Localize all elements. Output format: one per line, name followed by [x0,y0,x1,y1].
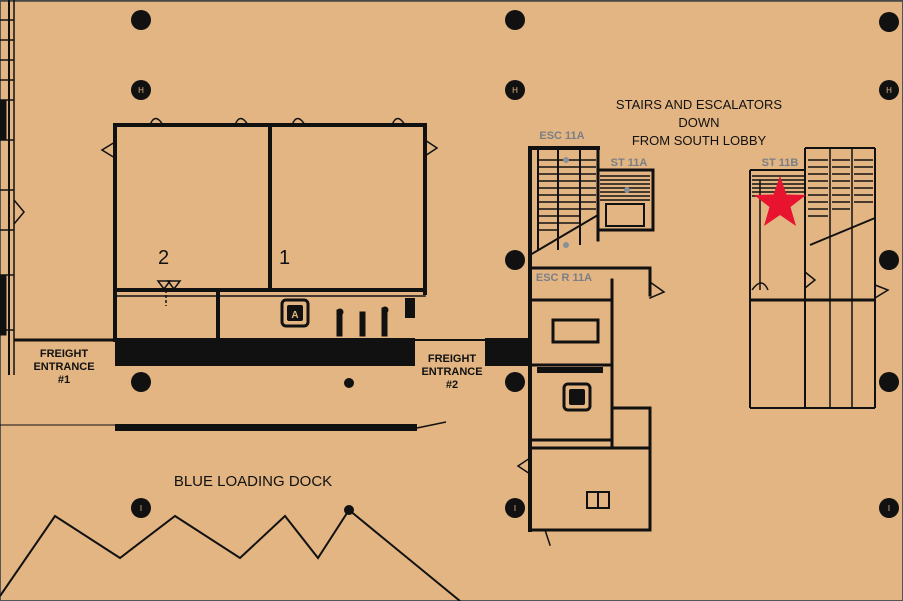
dock-bumper-tail [416,421,447,429]
svg-text:STAIRS AND ESCALATORS: STAIRS AND ESCALATORS [616,97,782,112]
svg-text:#1: #1 [58,374,70,386]
room-number-1: 1 [279,247,290,269]
st-11b-label: ST 11B [762,157,799,169]
escr-11a-label: ESC R 11A [536,272,592,284]
svg-text:H: H [886,86,892,95]
svg-text:#2: #2 [446,379,458,391]
column-markers-labeled: H H H I I I [131,80,899,518]
left-edge-wall [0,0,25,375]
freight-entrance-1-label: FREIGHT ENTRANCE #1 [33,348,94,386]
stairs-escalators-heading: STAIRS AND ESCALATORS DOWN FROM SOUTH LO… [616,97,782,148]
dock-zigzag [0,508,461,601]
svg-text:ENTRANCE: ENTRANCE [33,361,94,373]
dock-bumper [115,424,417,431]
central-core [516,146,666,546]
svg-text:DOWN: DOWN [678,115,719,130]
svg-text:FREIGHT: FREIGHT [40,348,89,360]
svg-text:FROM SOUTH LOBBY: FROM SOUTH LOBBY [632,133,767,148]
dock-zigzag-post [344,505,354,515]
st-11a-label: ST 11A [611,157,648,169]
room-number-2: 2 [158,247,169,269]
svg-text:FREIGHT: FREIGHT [428,353,477,365]
door-icon [156,280,182,306]
svg-text:I: I [140,504,142,513]
stair-11a [600,175,650,227]
freight-wall-small [405,298,415,318]
stair-11b-block [749,147,890,409]
svg-text:A: A [291,310,298,321]
svg-text:I: I [888,504,890,513]
lower-room-fixtures [336,306,389,337]
column-markers [131,10,899,392]
svg-text:H: H [138,86,144,95]
esc-11a-label: ESC 11A [539,130,584,142]
elevator-icon: A [280,298,310,328]
star-icon [754,176,806,226]
freight-entrance-2-label: FREIGHT ENTRANCE #2 [421,353,482,391]
loading-dock-label: BLUE LOADING DOCK [174,473,332,490]
freight-wall-right-block [485,338,530,366]
core-elevator-icon [562,382,592,412]
svg-text:ENTRANCE: ENTRANCE [421,366,482,378]
escalator-11a [529,150,599,256]
svg-text:H: H [512,86,518,95]
freight-wall [115,338,415,366]
svg-text:I: I [514,504,516,513]
